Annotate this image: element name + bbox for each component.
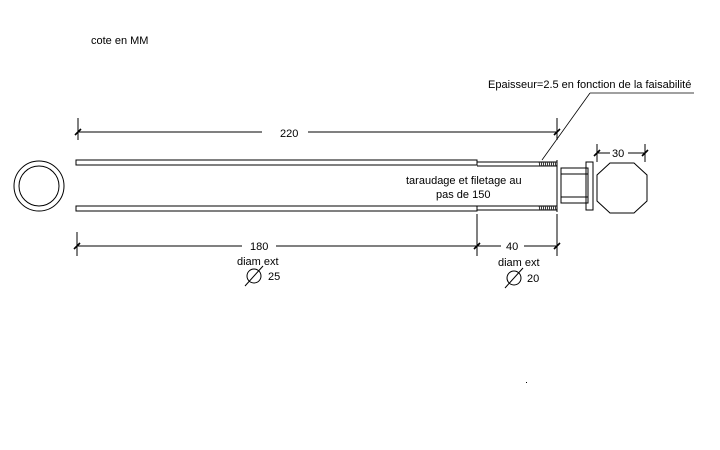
thread-mark	[554, 161, 557, 167]
thread-mark	[538, 161, 541, 167]
thread-note-line1: taraudage et filetage au	[406, 175, 522, 187]
tube-end-view	[13, 160, 65, 212]
nut-fitting	[560, 161, 594, 211]
thread-mark	[540, 205, 543, 211]
thread-mark	[552, 205, 555, 211]
thread-mark	[544, 205, 547, 211]
thread-note-line2: pas de 150	[436, 189, 490, 201]
thread-mark	[552, 161, 555, 167]
dim-end-length: 40	[477, 214, 561, 256]
dim-end-length-label: 40	[506, 241, 518, 253]
dim-cap-width-label: 30	[612, 148, 624, 160]
thread-mark	[542, 205, 545, 211]
thread-mark	[548, 161, 551, 167]
thread-mark	[550, 161, 553, 167]
threaded-end	[477, 160, 558, 212]
stray-dot	[526, 382, 527, 383]
thread-mark	[538, 205, 541, 211]
tube-diameter-value: 25	[268, 271, 280, 283]
diameter-symbol-icon	[504, 267, 524, 289]
diameter-symbol-icon	[244, 265, 264, 287]
thread-mark	[542, 161, 545, 167]
dim-tube-length: 180	[73, 214, 481, 256]
unit-note: cote en MM	[91, 35, 148, 47]
dim-total-length-label: 220	[280, 128, 298, 140]
thickness-note: Epaisseur=2.5 en fonction de la faisabil…	[488, 79, 691, 91]
dim-tube-length-label: 180	[250, 241, 268, 253]
thread-mark	[544, 161, 547, 167]
end-diameter-value: 20	[527, 273, 539, 285]
tube-diameter-label: diam ext	[237, 256, 279, 268]
thread-mark	[550, 205, 553, 211]
thread-mark	[546, 205, 549, 211]
end-diameter-callout: diam ext 20	[498, 257, 540, 289]
thread-marks	[538, 161, 557, 211]
octagon-cap	[596, 162, 648, 214]
thickness-leader	[541, 92, 694, 161]
thread-mark	[546, 161, 549, 167]
thread-mark	[540, 161, 543, 167]
dim-cap-width: 30	[593, 144, 649, 162]
tube-diameter-callout: diam ext 25	[237, 256, 280, 287]
end-diameter-label: diam ext	[498, 257, 540, 269]
thread-mark	[548, 205, 551, 211]
dim-total-length: 220	[74, 118, 561, 140]
thread-mark	[554, 205, 557, 211]
